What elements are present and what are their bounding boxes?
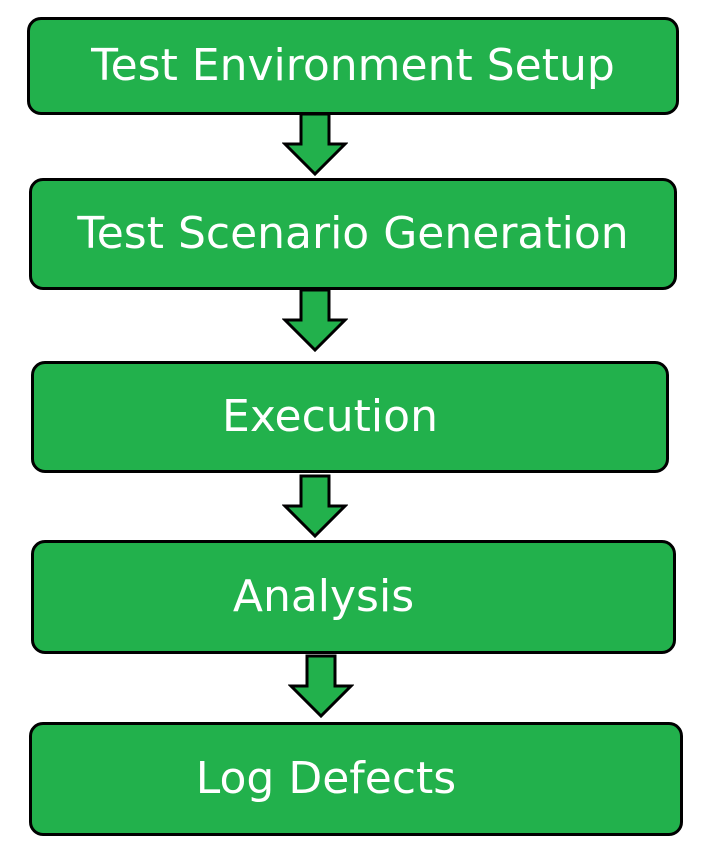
step-label: Test Environment Setup bbox=[91, 40, 615, 91]
down-arrow-icon bbox=[282, 474, 348, 538]
step-box-test-environment-setup: Test Environment Setup bbox=[27, 17, 679, 115]
step-box-execution: Execution bbox=[31, 361, 669, 473]
down-arrow-icon bbox=[288, 654, 354, 718]
step-label: Execution bbox=[222, 391, 438, 442]
down-arrow-icon bbox=[282, 288, 348, 352]
step-label: Analysis bbox=[232, 571, 415, 622]
step-box-test-scenario-generation: Test Scenario Generation bbox=[29, 178, 677, 290]
step-label: Test Scenario Generation bbox=[77, 208, 629, 259]
step-box-log-defects: Log Defects bbox=[29, 722, 683, 836]
step-label: Log Defects bbox=[195, 753, 457, 804]
step-box-analysis: Analysis bbox=[31, 540, 676, 654]
down-arrow-icon bbox=[282, 112, 348, 176]
